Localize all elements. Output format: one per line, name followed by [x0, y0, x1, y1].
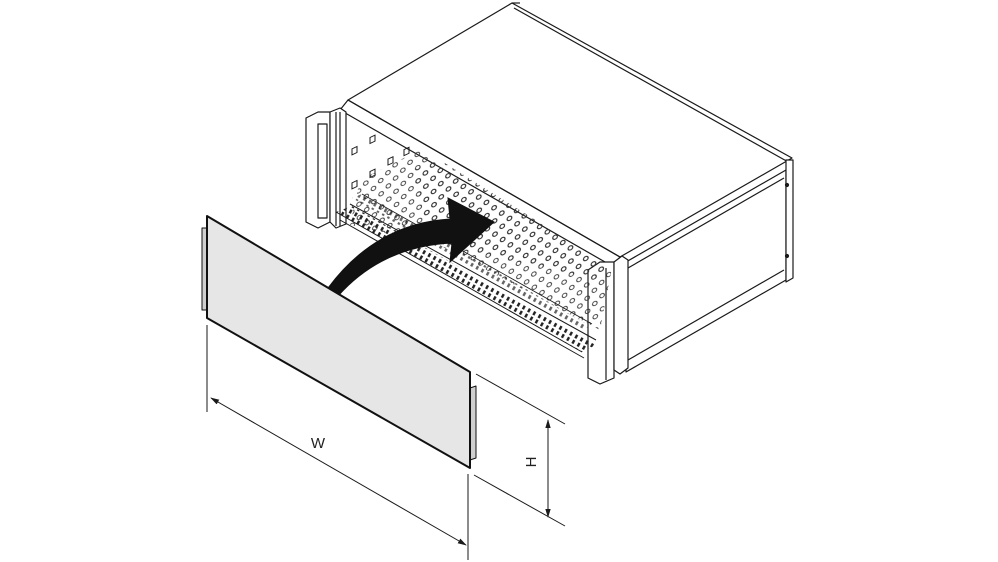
height-label: H [523, 457, 540, 468]
width-label: W [311, 435, 326, 452]
width-dimension [206, 325, 469, 560]
height-dimension [473, 373, 566, 527]
insertion-arrow [327, 197, 495, 297]
subrack-enclosure [305, 2, 794, 385]
